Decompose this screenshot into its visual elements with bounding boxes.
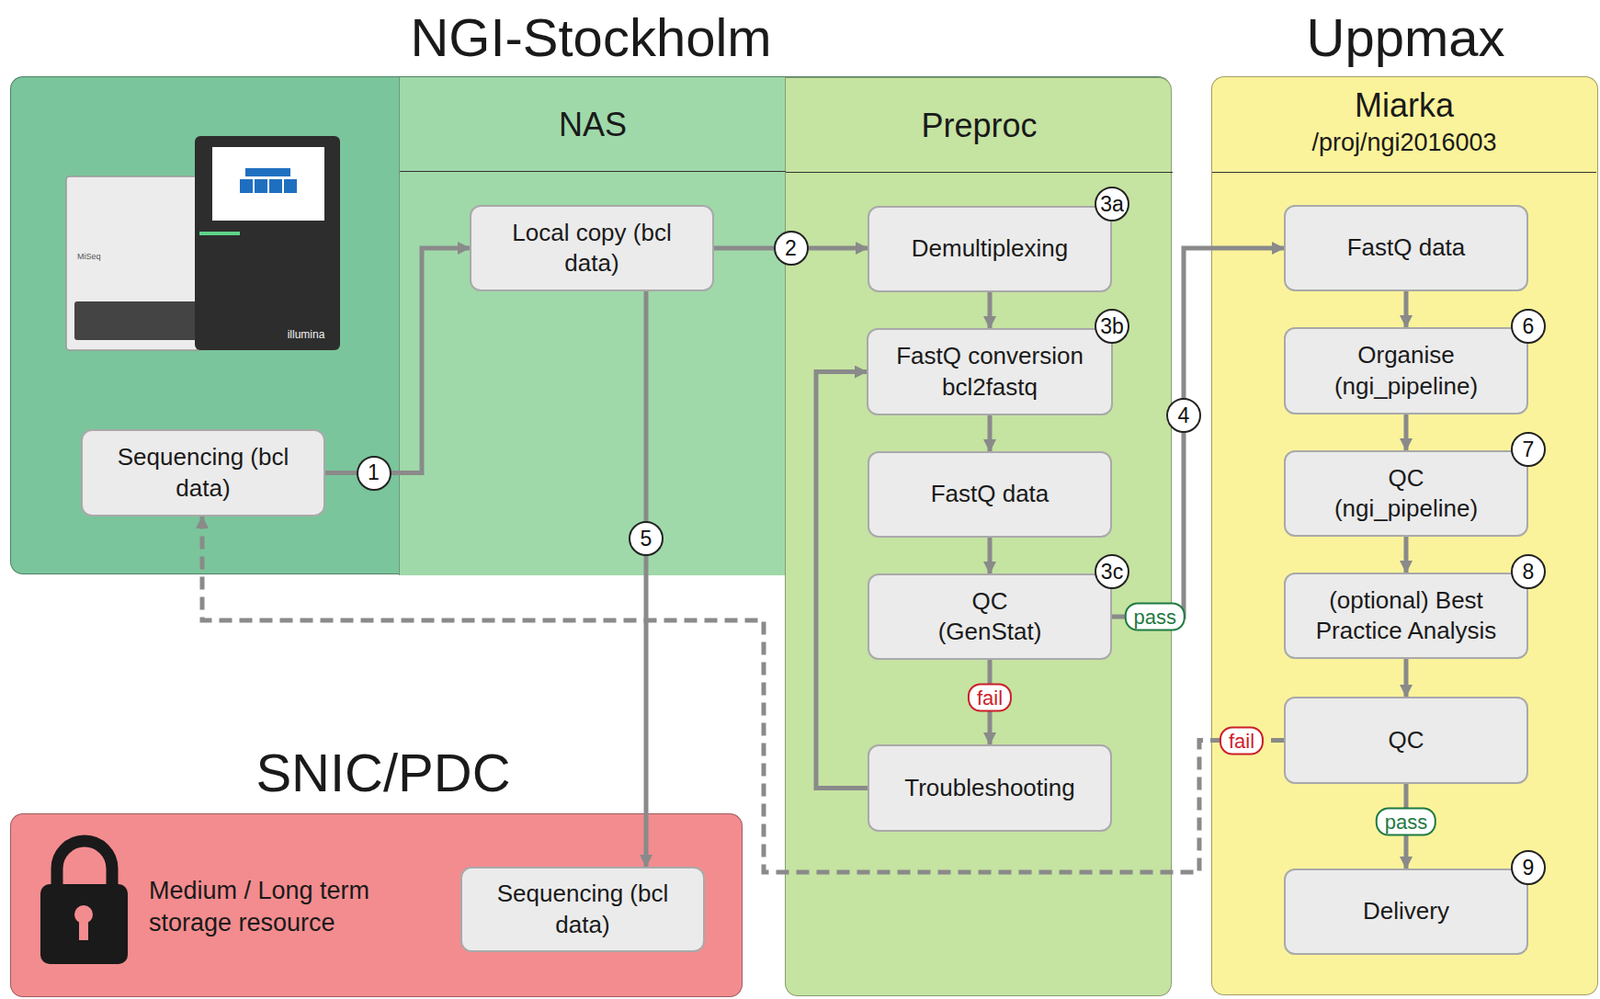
process-box: FastQ data [1283,204,1529,292]
process-box: (optional) Best Practice Analysis [1283,572,1529,659]
screen-icon [239,179,253,193]
feedback-arrow [202,516,1284,873]
panel-heading: NAS [399,77,786,172]
process-box: FastQ data [867,451,1113,538]
process-box: Sequencing (bcl data) [460,866,705,953]
box-label: Sequencing (bcl data) [111,442,296,504]
lock-shackle [56,840,113,890]
callout-number: 2 [773,230,809,266]
model-label: MiSeq [77,252,102,261]
process-box: Troubleshooting [867,744,1113,832]
callout-number: 9 [1510,850,1546,886]
callout-number: 3a [1094,186,1130,222]
box-label: Delivery [1362,896,1450,927]
callout-number: 3b [1094,308,1130,344]
pass-label: pass [1375,807,1437,837]
flow-arrow [1404,414,1409,451]
callout-number: 8 [1510,554,1546,590]
process-box: Local copy (bcl data) [469,204,715,292]
process-box: Sequencing (bcl data) [80,429,326,517]
process-box: QC (GenStat) [867,573,1113,660]
lock-keyhole [79,917,89,941]
process-box: FastQ conversion bcl2fastq [866,328,1113,416]
panel-heading: Miarka [1212,86,1597,125]
process-box: Organise (ngi_pipeline) [1283,327,1529,415]
process-box: QC [1283,696,1529,784]
box-label: FastQ data [1347,232,1466,263]
flow-arrow [987,415,993,452]
callout-number: 3c [1094,554,1130,590]
box-label: Organise (ngi_pipeline) [1314,340,1498,402]
process-box: Delivery [1283,868,1529,955]
sequencer-body [66,176,205,351]
brand-label: illumina [287,329,326,341]
box-label: Sequencing (bcl data) [490,878,675,941]
box-label: QC (GenStat) [930,586,1050,648]
screen-icon [269,179,283,193]
pass-label: pass [1124,602,1186,632]
header-divider [1212,171,1597,173]
flow-arrow [1112,248,1284,617]
box-label: (optional) Best Practice Analysis [1304,585,1508,647]
flow-arrow [644,291,649,867]
panel-note: Medium / Long term storage resource [148,874,416,940]
panel-heading: Preproc [785,78,1173,173]
fail-label: fail [1219,726,1264,755]
callout-number: 4 [1166,397,1202,433]
flow-arrow [1404,291,1409,328]
box-label: FastQ conversion bcl2fastq [879,340,1101,403]
panel-note: /proj/ngi2016003 [1212,128,1597,158]
box-label: Troubleshooting [904,772,1076,804]
flow-arrow [1404,536,1409,573]
flow-arrow [816,372,868,789]
box-label: QC (ngi_pipeline) [1323,463,1489,525]
box-label: Demultiplexing [911,233,1069,264]
lock-body [40,884,128,965]
panel-heading: SNIC/PDC [107,742,659,805]
callout-number: 6 [1510,308,1546,344]
process-box: QC (ngi_pipeline) [1283,450,1529,537]
sequencer-tower [194,136,341,351]
screen-icon [254,179,268,193]
fail-label: fail [967,683,1012,713]
box-label: Local copy (bcl data) [499,217,684,280]
sequencer-screen [212,147,325,221]
callout-number: 7 [1510,431,1546,467]
process-box: Demultiplexing [867,205,1113,293]
callout-number: 1 [356,455,392,491]
flow-arrow [987,537,993,574]
flow-arrow [987,292,993,329]
box-label: FastQ data [930,478,1050,510]
server-column: NAS Local copy (bcl data) [398,77,785,576]
screen-icon [245,168,291,177]
flow-arrow [325,248,470,474]
screen-icon [283,179,297,193]
flow-arrow [1404,658,1409,697]
callout-number: 5 [628,521,664,557]
panel-heading: NGI-Stockholm [315,7,867,69]
sequencer-illustration [66,136,341,351]
sequencer-slot [74,301,204,341]
status-light [199,231,240,236]
panel-heading: Uppmax [1212,7,1600,69]
lock-icon [40,840,128,965]
box-label: QC [1388,725,1425,756]
